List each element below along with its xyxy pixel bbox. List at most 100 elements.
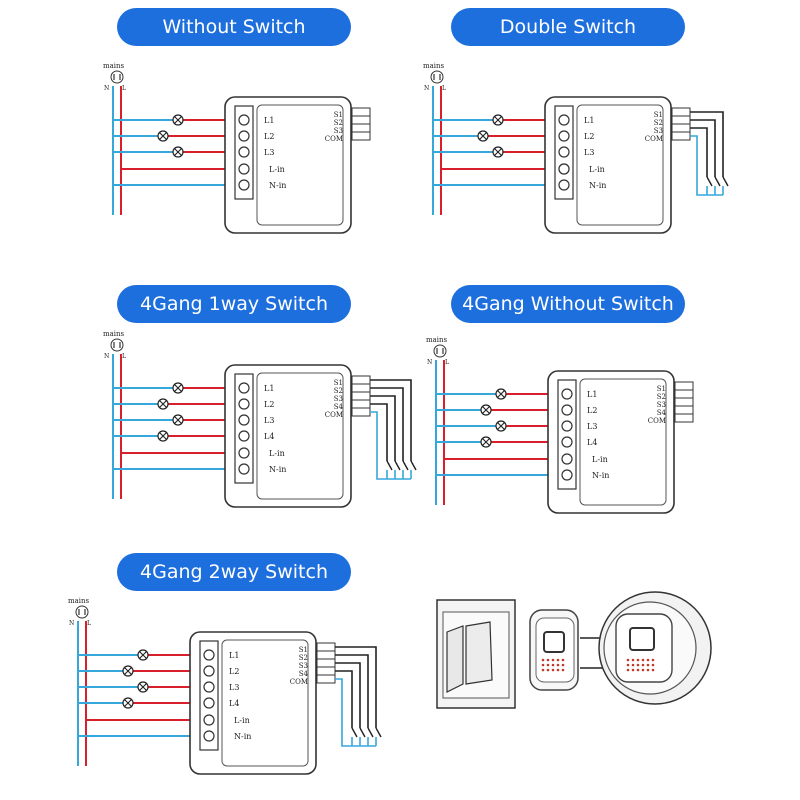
switch-input-label-s1: S1 <box>654 111 663 119</box>
speaker-dot <box>626 668 630 672</box>
com-label: COM <box>325 411 343 419</box>
title-4gang-2way-switch: 4Gang 2way Switch <box>117 553 351 591</box>
neutral-letter: N <box>69 620 74 627</box>
mains-label: mains <box>426 336 448 344</box>
load-label-l4: L4 <box>587 438 597 447</box>
neutral-letter: N <box>104 85 109 92</box>
com-label: COM <box>648 417 666 425</box>
terminal-screw <box>561 404 573 416</box>
speaker-dot <box>541 668 545 672</box>
speaker-dot <box>631 663 635 667</box>
speaker-dot <box>646 658 650 662</box>
switch-input-label-s1: S1 <box>657 385 666 393</box>
switch-contact <box>410 460 417 471</box>
load-label-l1: L1 <box>264 116 274 125</box>
terminal-screw <box>238 382 250 394</box>
load-label-l2: L2 <box>584 132 594 141</box>
speaker-dot <box>541 663 545 667</box>
terminal-screw <box>238 130 250 142</box>
neutral-letter: N <box>424 85 429 92</box>
lamp-cross <box>159 400 167 408</box>
speaker-dot <box>641 663 645 667</box>
speaker-dot <box>641 658 645 662</box>
lamp-cross <box>139 683 147 691</box>
terminal-screw <box>238 398 250 410</box>
switch-terminal-slot <box>316 658 336 668</box>
speaker-dot <box>636 668 640 672</box>
lamp-cross <box>124 667 132 675</box>
plug-icon <box>75 605 89 619</box>
n-in-label: N-in <box>269 465 286 474</box>
terminal-screw <box>203 730 215 742</box>
lamp-cross <box>174 384 182 392</box>
switch-wire <box>335 670 353 728</box>
l-in-label: L-in <box>589 165 605 174</box>
l-in-label: L-in <box>592 455 608 464</box>
live-letter: L <box>122 353 126 360</box>
live-letter: L <box>442 85 446 92</box>
switch-input-label-s4: S4 <box>657 409 667 417</box>
terminal-screw <box>238 414 250 426</box>
terminal-screw <box>238 447 250 459</box>
load-label-l2: L2 <box>264 400 274 409</box>
switch-contact <box>351 727 358 738</box>
switch-contact <box>386 460 393 471</box>
speaker-dot <box>646 668 650 672</box>
lamp-cross <box>494 148 502 156</box>
switch-terminal-slot <box>674 413 694 423</box>
switch-wire <box>690 127 708 177</box>
switch-contact <box>394 460 401 471</box>
lamp-cross <box>174 148 182 156</box>
terminal-screw <box>238 463 250 475</box>
load-label-l3: L3 <box>264 416 274 425</box>
load-label-l3: L3 <box>587 422 597 431</box>
terminal-screw <box>558 114 570 126</box>
switch-terminal-slot <box>351 107 371 117</box>
switch-terminal-slot <box>351 131 371 141</box>
switch-terminal-slot <box>674 381 694 391</box>
load-label-l1: L1 <box>587 390 597 399</box>
speaker-dot <box>561 658 565 662</box>
title-without-switch: Without Switch <box>117 8 351 46</box>
terminal-screw <box>561 388 573 400</box>
speaker-dot <box>651 658 655 662</box>
speaker-dot <box>641 668 645 672</box>
speaker-dot <box>551 663 555 667</box>
load-label-l4: L4 <box>264 432 274 441</box>
switch-input-label-s4: S4 <box>334 403 344 411</box>
load-label-l1: L1 <box>584 116 594 125</box>
speaker-dot <box>561 668 565 672</box>
switch-terminal-slot <box>351 391 371 401</box>
terminal-screw <box>558 163 570 175</box>
lamp-cross <box>174 116 182 124</box>
n-in-label: N-in <box>589 181 606 190</box>
plug-icon <box>433 344 447 358</box>
speaker-dot <box>651 668 655 672</box>
switch-terminal-slot <box>351 383 371 393</box>
switch-wire <box>335 662 361 728</box>
com-wire <box>690 135 723 196</box>
terminal-screw <box>561 436 573 448</box>
speaker-dot <box>556 668 560 672</box>
speaker-dot <box>626 658 630 662</box>
speaker-dot <box>646 663 650 667</box>
installation-illustration <box>436 591 712 709</box>
lamp-cross <box>497 422 505 430</box>
switch-input-label-s2: S2 <box>299 654 308 662</box>
switch-contact <box>402 460 409 471</box>
com-wire <box>370 411 411 480</box>
speaker-dot <box>631 668 635 672</box>
load-label-l2: L2 <box>229 667 239 676</box>
switch-terminal-slot <box>674 397 694 407</box>
terminal-screw <box>561 420 573 432</box>
switch-terminal-slot <box>671 123 691 133</box>
lamp-cross <box>124 699 132 707</box>
lamp-cross <box>479 132 487 140</box>
speaker-dot <box>651 663 655 667</box>
switch-wire <box>370 403 388 461</box>
title-4gang-1way-switch: 4Gang 1way Switch <box>117 285 351 323</box>
